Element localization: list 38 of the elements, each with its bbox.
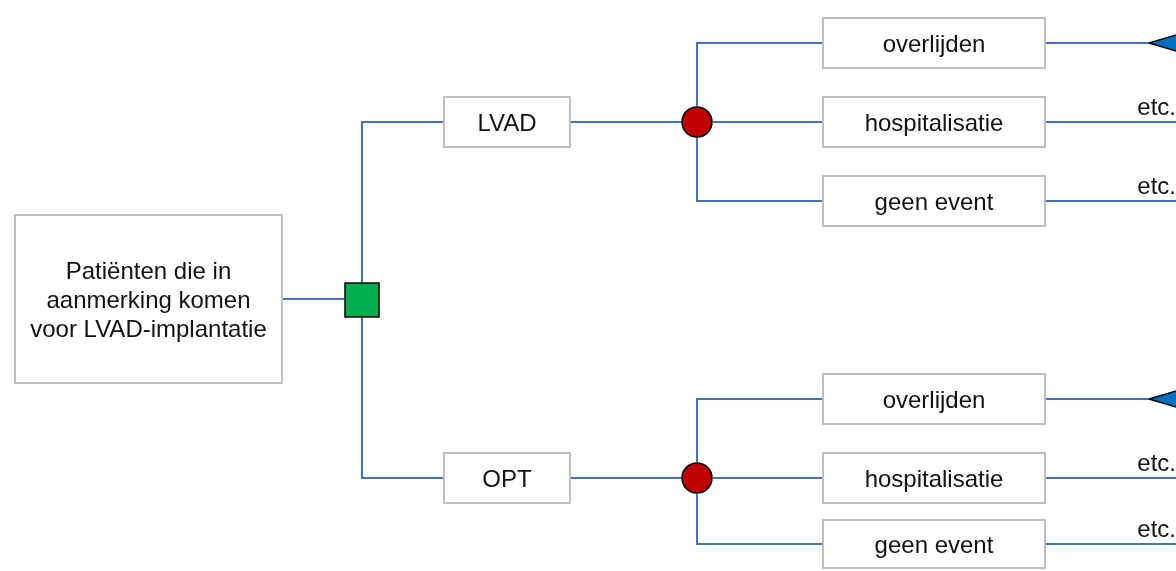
connector-line (361, 317, 444, 479)
outcome-box (443, 452, 571, 504)
outcome-box (822, 373, 1046, 425)
connector-line (712, 477, 823, 479)
connector-line (282, 298, 345, 300)
connector-line (696, 493, 823, 545)
outcome-box (822, 452, 1046, 504)
outcome-box (443, 96, 571, 148)
connector-line (696, 137, 823, 202)
node-text: Patiënten die in aanmerking komen voor LVAD-implantatie (29, 255, 268, 343)
outcome-box (822, 96, 1046, 148)
outcome-box (822, 175, 1046, 227)
connector-line (1045, 398, 1149, 400)
outcome-box (822, 17, 1046, 69)
connector-line (570, 477, 682, 479)
connector-line (570, 121, 682, 123)
chance-circle (681, 462, 713, 494)
node-text: hospitalisatie (864, 463, 1004, 493)
connector-line (696, 398, 823, 463)
connector-line (696, 42, 823, 107)
connector-line (361, 121, 444, 283)
node-text: geen event (874, 529, 994, 559)
node-text: LVAD (477, 107, 537, 137)
connector-line (712, 121, 823, 123)
connector-line (1045, 200, 1176, 202)
node-text: overlijden (882, 28, 986, 58)
node-text: overlijden (882, 384, 986, 414)
chance-circle (681, 106, 713, 138)
node-text: geen event (874, 186, 994, 216)
connector-line (1045, 42, 1149, 44)
connector-line (1045, 121, 1176, 123)
outcome-box (14, 214, 283, 384)
node-text: hospitalisatie (864, 107, 1004, 137)
node-text: OPT (482, 463, 532, 493)
connector-line (1045, 477, 1176, 479)
connector-line (1045, 543, 1176, 545)
decision-square (344, 282, 380, 318)
outcome-box (822, 519, 1046, 569)
